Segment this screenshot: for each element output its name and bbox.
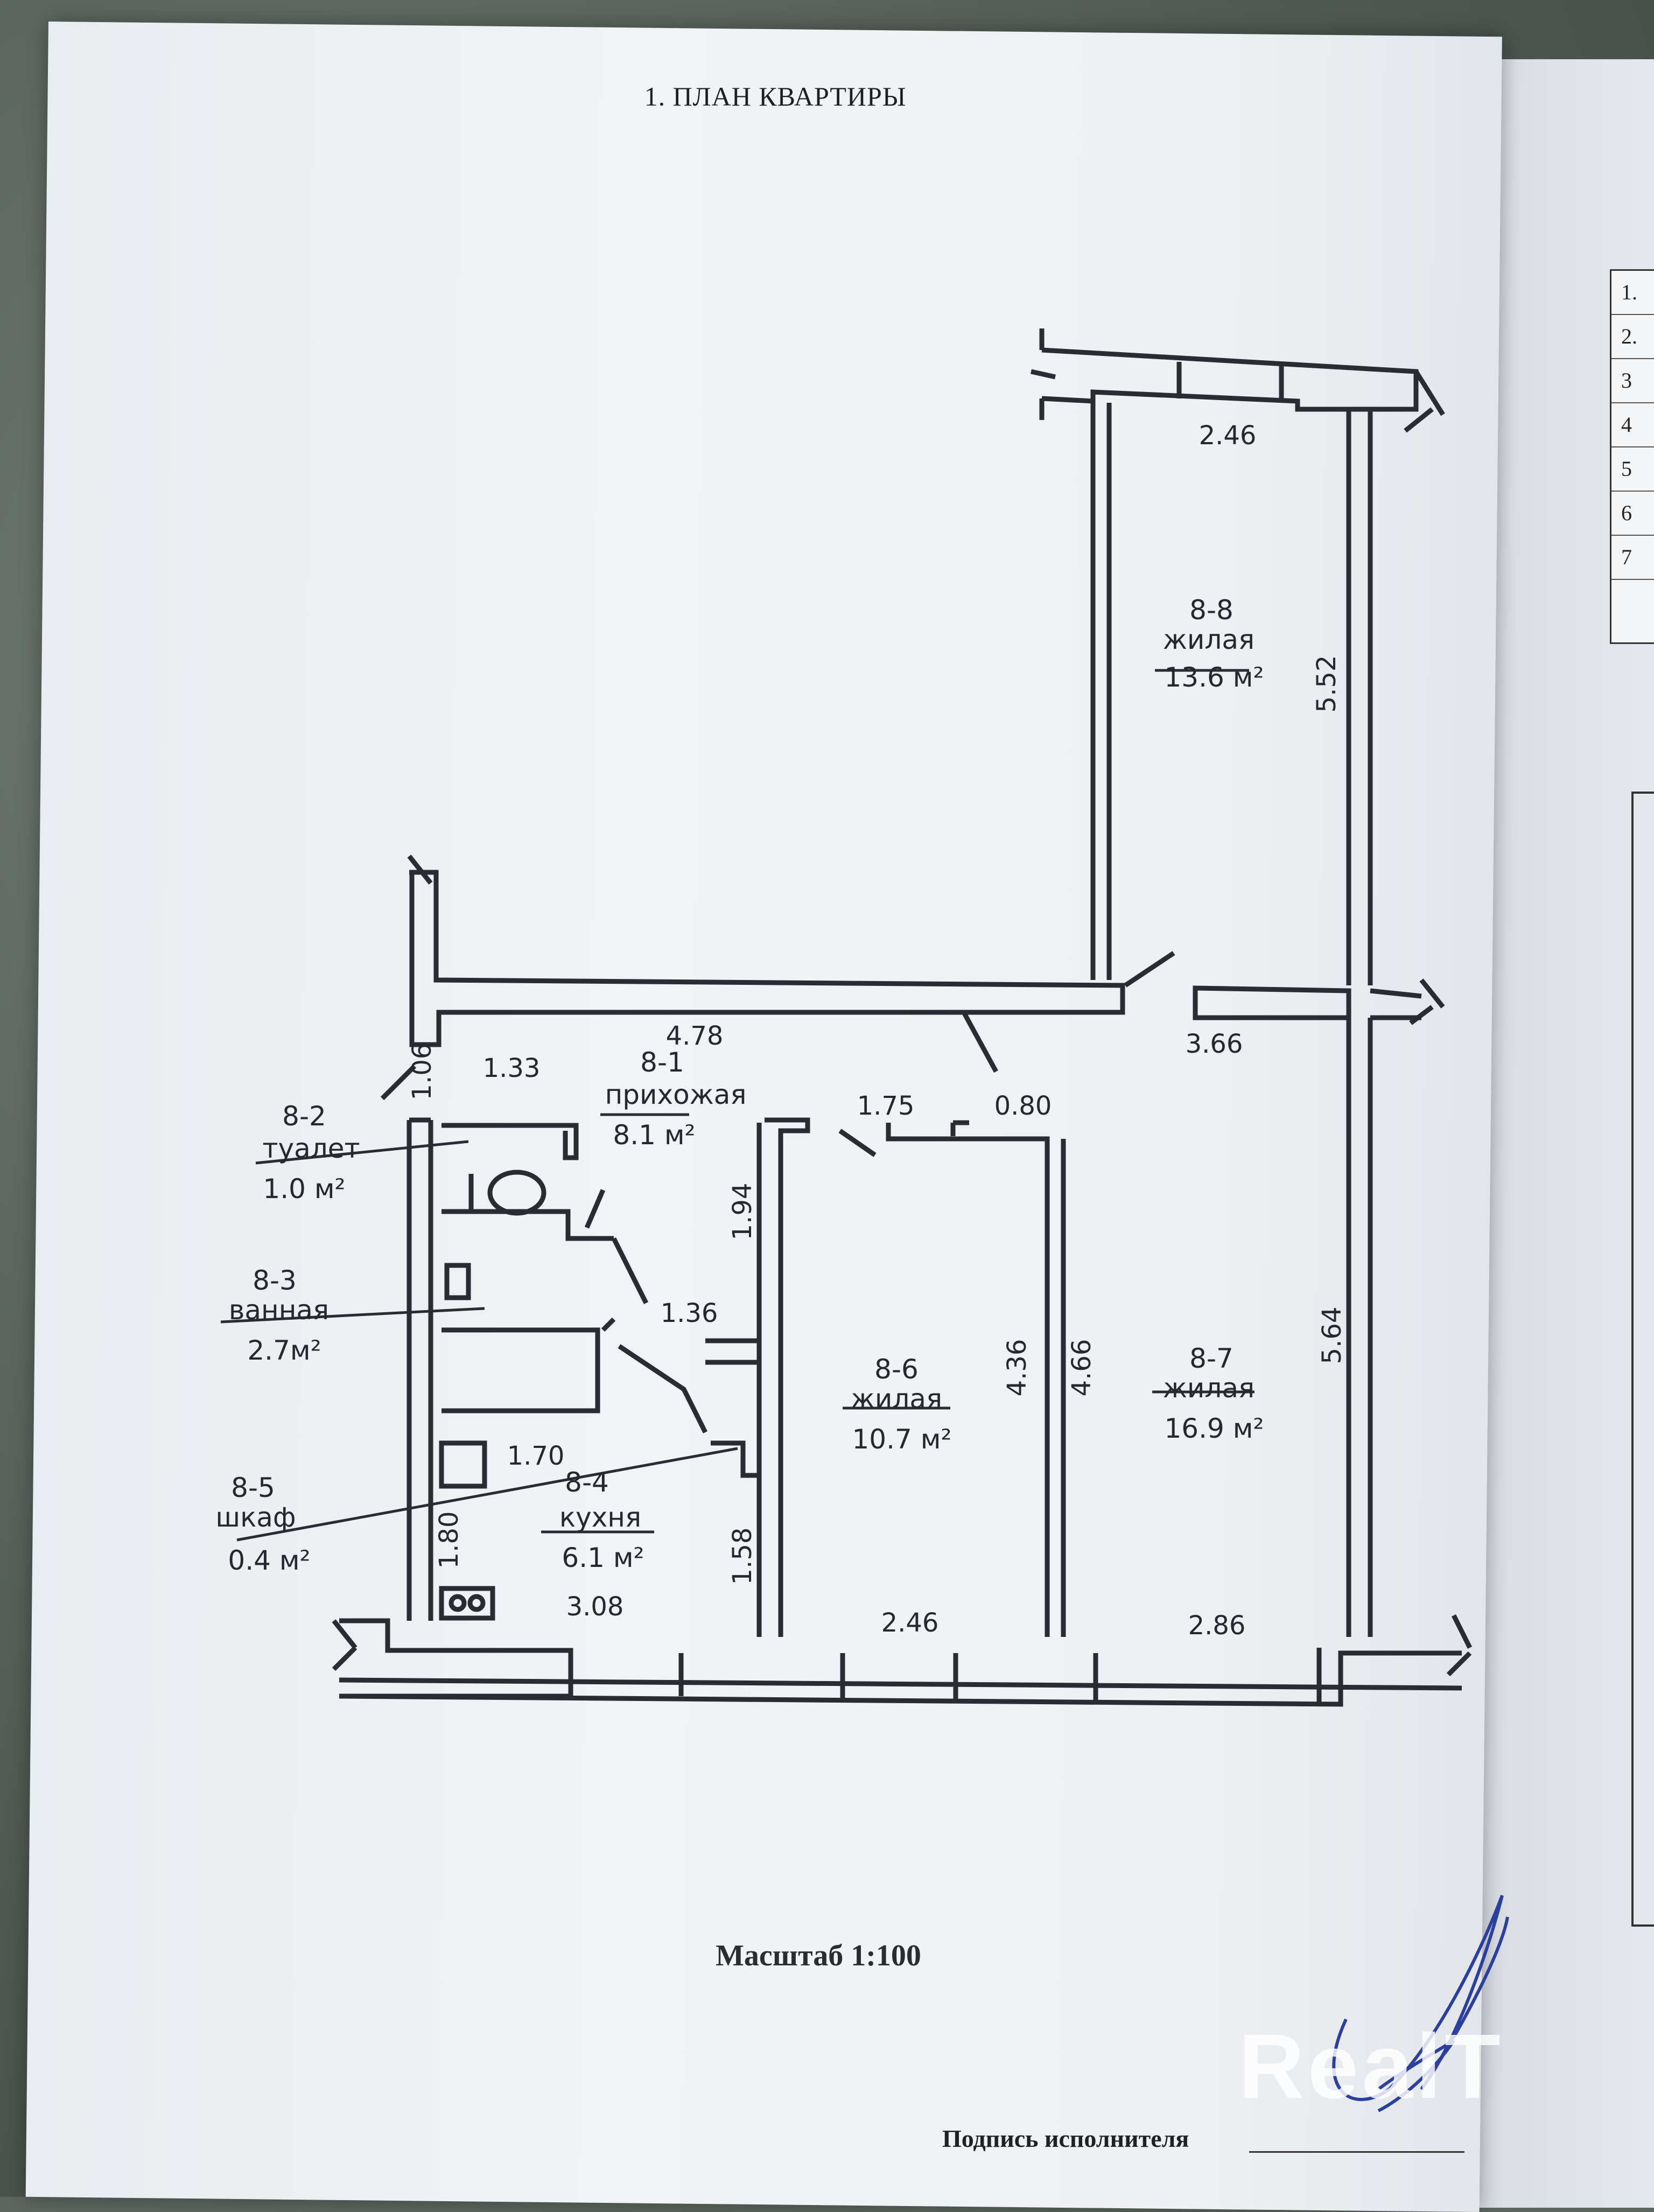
room-83-type: ванная (229, 1294, 329, 1326)
room-86-area: 10.7 м² (852, 1424, 952, 1455)
room-85-type: шкаф (215, 1502, 296, 1533)
room-81-id: 8-1 (640, 1047, 684, 1078)
wall-left (407, 1117, 433, 1621)
room-82-id: 8-2 (282, 1101, 326, 1132)
room-86-id: 8-6 (874, 1354, 919, 1385)
side-table-row: 2. (1611, 315, 1654, 359)
dim-4-36: 4.36 (1002, 1339, 1032, 1397)
wall-left-88 (1090, 401, 1112, 980)
dim-4-66: 4.66 (1067, 1339, 1097, 1397)
dim-5-52: 5.52 (1312, 655, 1342, 713)
wall-partition-86 (756, 1117, 810, 1637)
side-table-row: 6 (1611, 492, 1654, 536)
dim-3-66: 3.66 (1186, 1029, 1243, 1059)
dim-2-46-top: 2.46 (1199, 421, 1257, 451)
dim-2-86: 2.86 (1188, 1611, 1246, 1641)
dim-4-78: 4.78 (666, 1021, 724, 1051)
wall-right-87 (1346, 1018, 1373, 1637)
dim-1-80: 1.80 (434, 1511, 464, 1569)
room-84-id: 8-4 (565, 1467, 609, 1498)
room-83-area: 2.7м² (247, 1335, 321, 1366)
room-81-type: прихожая (605, 1079, 747, 1110)
wall-right-88 (1346, 409, 1373, 985)
dim-1-58: 1.58 (727, 1528, 758, 1585)
room-87-id: 8-7 (1189, 1343, 1234, 1374)
room-82-area: 1.0 м² (263, 1173, 345, 1205)
room-85-id: 8-5 (231, 1472, 275, 1503)
dim-3-08: 3.08 (566, 1592, 624, 1622)
side-table-row: 1. (1611, 271, 1654, 315)
dim-1-33: 1.33 (483, 1053, 541, 1083)
room-82-type: туалет (262, 1133, 360, 1164)
dim-2-46-bottom: 2.46 (881, 1608, 939, 1638)
wall-toilet (441, 1123, 579, 1160)
side-table-row: 3 (1611, 359, 1654, 403)
room-86-type: жилая (851, 1383, 942, 1415)
scale-label: Масштаб 1:100 (716, 1939, 921, 1972)
room-85-area: 0.4 м² (228, 1545, 310, 1576)
room-84-type: кухня (559, 1502, 641, 1533)
dim-1-06: 1.06 (407, 1043, 437, 1101)
page-title: 1. ПЛАН КВАРТИРЫ (644, 81, 907, 111)
signature (1332, 1894, 1509, 2112)
room-83-id: 8-3 (253, 1265, 297, 1296)
room-84-area: 6.1 м² (562, 1542, 644, 1573)
wall-top-88 (1041, 347, 1419, 412)
dim-1-75: 1.75 (857, 1091, 915, 1121)
side-box-fragment (1631, 792, 1654, 1927)
side-table-fragment: 1. 2. 3 4 5 6 7 (1610, 269, 1654, 644)
signature-label: Подпись исполнителя (942, 2125, 1189, 2152)
bathtub (441, 1327, 600, 1413)
room-88-id: 8-8 (1189, 594, 1234, 626)
dim-5-64: 5.64 (1317, 1307, 1347, 1364)
wall-bottom (339, 1618, 573, 1699)
side-table-row: 7 (1611, 536, 1654, 580)
watermark-logo: RealT (1238, 2015, 1504, 2118)
room-87-area: 16.9 м² (1165, 1413, 1264, 1444)
room-87-type: жилая (1163, 1373, 1254, 1404)
wall-hall-87 (1193, 985, 1351, 1020)
side-table-row: 5 (1611, 447, 1654, 492)
side-table-row: 4 (1611, 403, 1654, 447)
room-88-area: 13.6 м² (1165, 662, 1264, 693)
wall-corridor-top (409, 870, 1125, 1047)
dim-1-94: 1.94 (727, 1183, 758, 1241)
room-88-type: жилая (1163, 624, 1254, 655)
signature-underline (1249, 2151, 1464, 2153)
dim-0-80: 0.80 (994, 1091, 1052, 1121)
room-81-area: 8.1 м² (613, 1119, 695, 1151)
dim-1-70: 1.70 (507, 1441, 565, 1471)
dim-1-36: 1.36 (661, 1298, 718, 1328)
